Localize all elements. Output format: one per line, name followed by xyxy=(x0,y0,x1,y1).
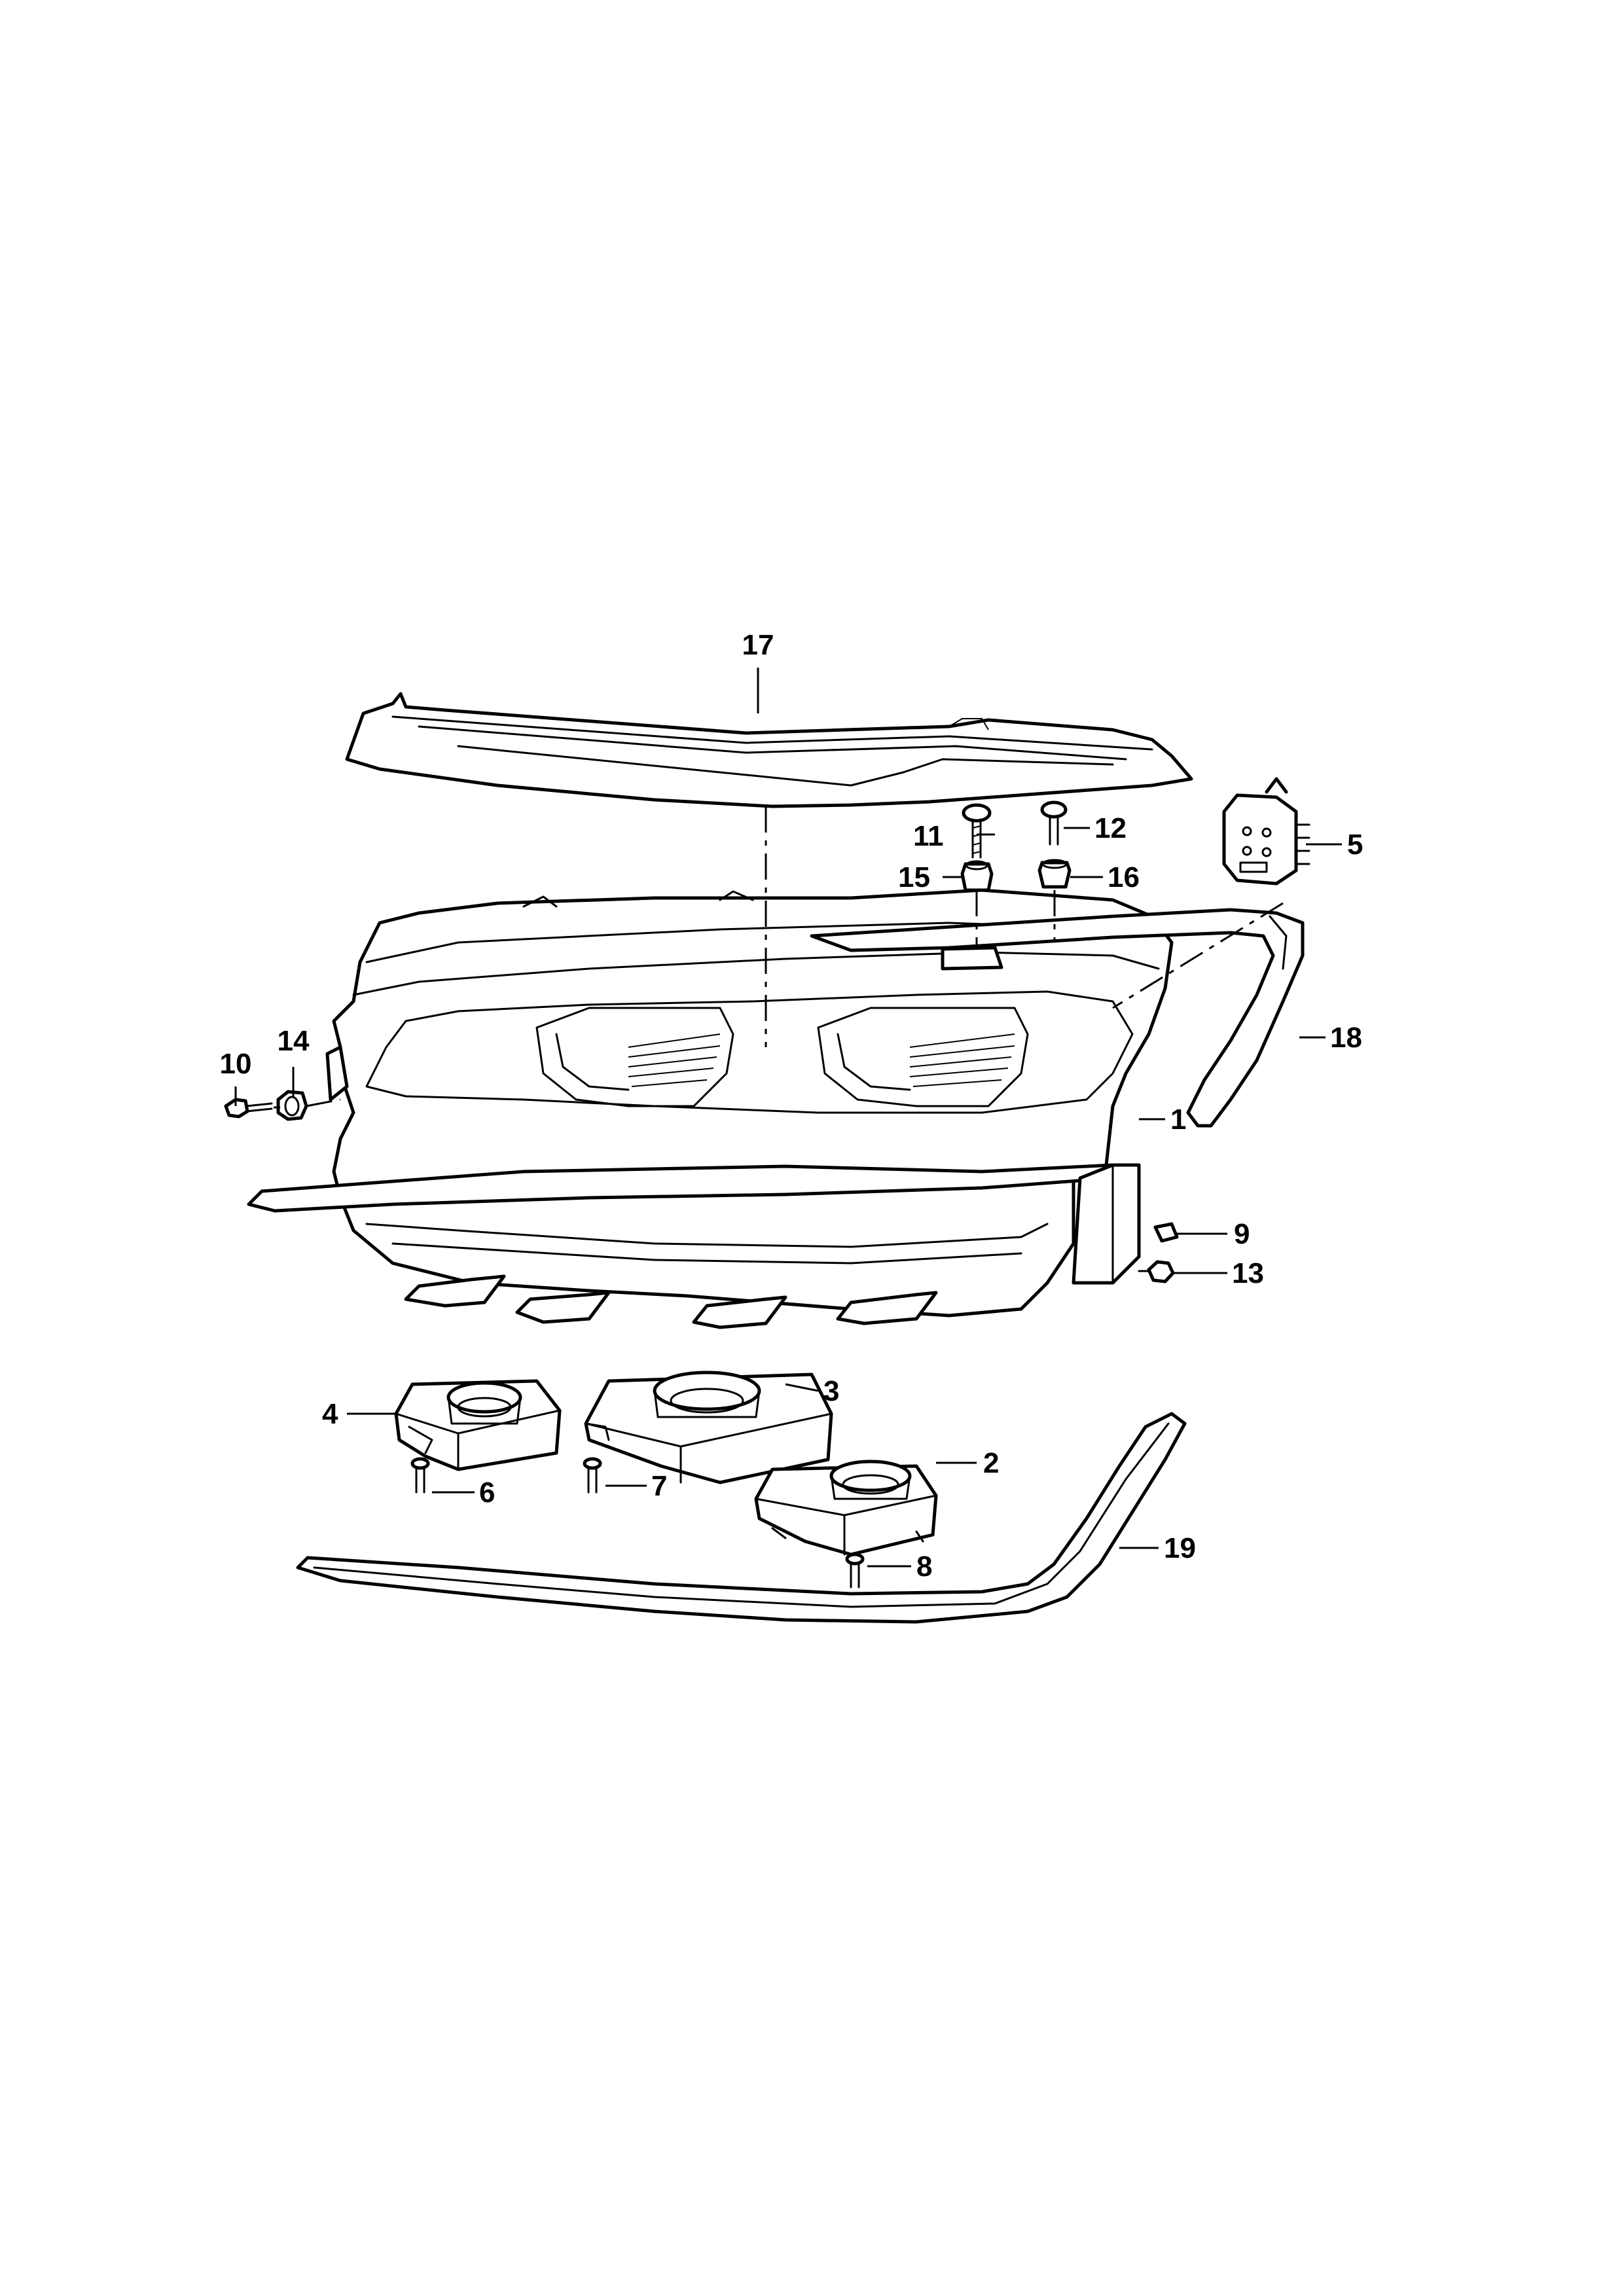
part-3-control-unit xyxy=(584,1371,833,1484)
callout-1: 1 xyxy=(1170,1103,1186,1136)
part-10-screw xyxy=(224,1098,273,1119)
part-9-clip-nut xyxy=(1153,1222,1179,1243)
part-6-screw xyxy=(410,1457,430,1494)
callout-8: 8 xyxy=(916,1551,932,1583)
part-12-screw xyxy=(1040,800,1068,846)
part-17-upper-trim-strip xyxy=(345,692,1193,808)
callout-9: 9 xyxy=(1234,1218,1250,1250)
part-4-control-unit xyxy=(394,1379,562,1471)
part-7-screw xyxy=(583,1457,602,1494)
callout-18: 18 xyxy=(1330,1022,1362,1054)
callout-19: 19 xyxy=(1164,1532,1196,1564)
callout-2: 2 xyxy=(983,1447,999,1479)
callout-16: 16 xyxy=(1108,861,1140,893)
callout-3: 3 xyxy=(823,1375,839,1407)
callout-4: 4 xyxy=(322,1398,338,1430)
assembly-axes xyxy=(274,806,1284,1109)
part-15-nut xyxy=(960,860,994,892)
callout-13: 13 xyxy=(1232,1257,1264,1289)
callout-17: 17 xyxy=(742,629,774,661)
callout-11: 11 xyxy=(913,820,944,852)
callout-12: 12 xyxy=(1094,812,1127,844)
part-19-lower-trim-strip xyxy=(296,1412,1187,1624)
part-16-grommet xyxy=(1038,859,1072,889)
callout-14: 14 xyxy=(278,1025,310,1057)
part-5-connector-module xyxy=(1222,777,1310,886)
part-18-side-trim-strip xyxy=(810,908,1305,1128)
callout-5: 5 xyxy=(1347,829,1363,861)
part-13-screw xyxy=(1138,1260,1175,1283)
part-14-grommet xyxy=(276,1090,308,1121)
part-11-screw xyxy=(962,803,992,859)
callout-15: 15 xyxy=(898,861,930,893)
part-2-control-unit xyxy=(754,1460,938,1556)
part-8-screw xyxy=(845,1552,865,1588)
callout-labels: 17 11 12 5 15 16 10 14 18 1 9 13 3 4 2 6… xyxy=(220,629,1363,1583)
callout-7: 7 xyxy=(651,1470,667,1502)
callout-6: 6 xyxy=(479,1477,495,1509)
leader-lines xyxy=(234,668,1342,1568)
callout-10: 10 xyxy=(220,1048,252,1080)
part-1-headlight-housing xyxy=(247,888,1174,1329)
